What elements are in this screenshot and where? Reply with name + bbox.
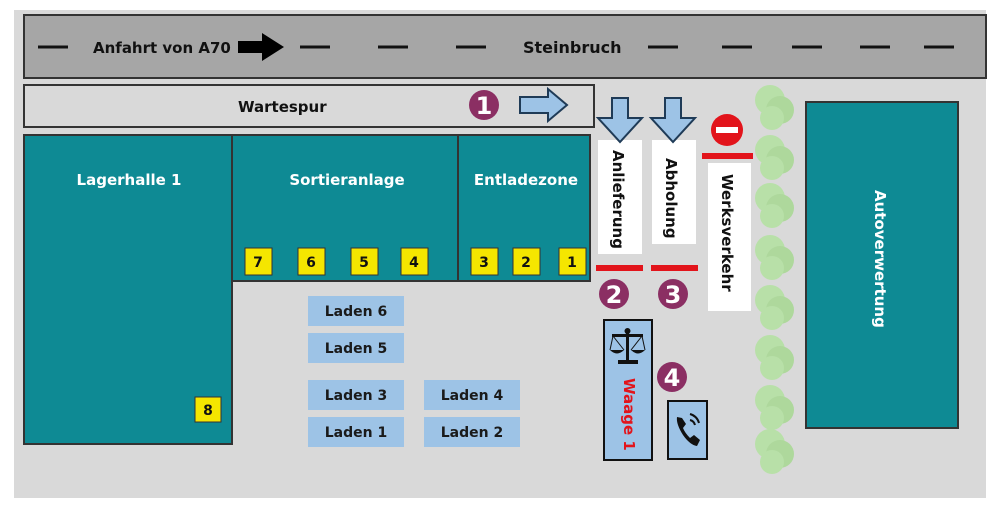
svg-text:6: 6	[306, 255, 316, 271]
hall-label: Autoverwertung	[871, 190, 889, 328]
svg-text:Laden 4: Laden 4	[441, 388, 504, 404]
hall-label: Sortieranlage	[289, 171, 404, 189]
lane-anlieferung: Anlieferung 2	[595, 97, 645, 309]
no-entry-icon	[711, 114, 743, 146]
step-marker-4: 4	[657, 362, 687, 392]
main-road: Anfahrt von A70 Steinbruch	[23, 14, 987, 79]
hedge-icon	[755, 285, 794, 330]
hedge	[755, 85, 794, 474]
waiting-lane-label: Wartespur	[238, 98, 327, 116]
svg-text:Laden 1: Laden 1	[325, 425, 387, 441]
stop-line	[702, 153, 753, 159]
dock-5: 5	[350, 247, 379, 276]
svg-text:8: 8	[203, 403, 213, 419]
svg-text:3: 3	[479, 255, 489, 271]
svg-text:1: 1	[567, 255, 577, 271]
scale-icon	[609, 328, 646, 364]
lane-label: Anlieferung	[609, 150, 627, 249]
step-marker-2: 2	[599, 279, 629, 309]
dock-1: 1	[558, 247, 587, 276]
svg-text:4: 4	[664, 364, 681, 392]
svg-text:7: 7	[253, 255, 263, 271]
svg-text:Laden 3: Laden 3	[325, 388, 387, 404]
svg-text:Laden 2: Laden 2	[441, 425, 503, 441]
lane-label: Abholung	[662, 158, 680, 239]
svg-text:Laden 6: Laden 6	[325, 304, 387, 320]
shop-laden-1: Laden 1	[308, 417, 404, 447]
scale-label: Waage 1	[620, 378, 638, 451]
hall-lagerhalle-1: Lagerhalle 1 8	[23, 134, 233, 445]
svg-text:5: 5	[359, 255, 369, 271]
hedge-icon	[755, 135, 794, 180]
dock-3: 3	[470, 247, 499, 276]
dock-7: 7	[244, 247, 273, 276]
svg-text:4: 4	[409, 255, 419, 271]
step-marker-3: 3	[658, 279, 688, 309]
stop-line	[596, 265, 643, 271]
waiting-lane: Wartespur 1	[23, 84, 595, 128]
svg-text:Laden 5: Laden 5	[325, 341, 387, 357]
hall-autoverwertung: Autoverwertung	[805, 101, 959, 429]
hall-entladezone: Entladezone 3 2 1	[457, 134, 591, 282]
arrow-down-icon	[595, 97, 645, 144]
hall-sortieranlage: Sortieranlage 7 6 5 4	[231, 134, 459, 282]
hedge-icon	[755, 335, 794, 380]
hall-label: Lagerhalle 1	[77, 171, 182, 189]
dock-2: 2	[512, 247, 541, 276]
svg-text:2: 2	[521, 255, 531, 271]
hedge-icon	[755, 235, 794, 280]
shop-laden-3: Laden 3	[308, 380, 404, 410]
hedge-icon	[755, 85, 794, 130]
shop-laden-2: Laden 2	[424, 417, 520, 447]
phone-icon	[676, 413, 700, 446]
hedge-icon	[755, 183, 794, 228]
step-number: 1	[476, 92, 493, 120]
scale-waage-1: Waage 1	[603, 319, 653, 461]
dock-8: 8	[194, 396, 222, 423]
phone-terminal	[667, 400, 708, 460]
step-marker-1: 1	[469, 90, 499, 120]
dock-4: 4	[400, 247, 429, 276]
lane-label: Werksverkehr	[718, 174, 736, 292]
arrow-down-icon	[648, 97, 698, 144]
stop-line	[651, 265, 698, 271]
road-label-from: Anfahrt von A70	[93, 39, 231, 57]
arrow-right-icon	[519, 86, 569, 124]
lane-werksverkehr: Werksverkehr	[702, 114, 753, 311]
dock-6: 6	[297, 247, 326, 276]
svg-text:2: 2	[606, 281, 623, 309]
shop-laden-4: Laden 4	[424, 380, 520, 410]
road-label-to: Steinbruch	[523, 38, 622, 57]
lane-abholung: Abholung 3	[648, 97, 698, 309]
hedge-icon	[755, 429, 794, 474]
arrow-right-icon	[238, 33, 284, 61]
svg-text:3: 3	[665, 281, 682, 309]
hedge-icon	[755, 385, 794, 430]
shop-laden-5: Laden 5	[308, 333, 404, 363]
hall-label: Entladezone	[474, 171, 578, 189]
shop-laden-6: Laden 6	[308, 296, 404, 326]
